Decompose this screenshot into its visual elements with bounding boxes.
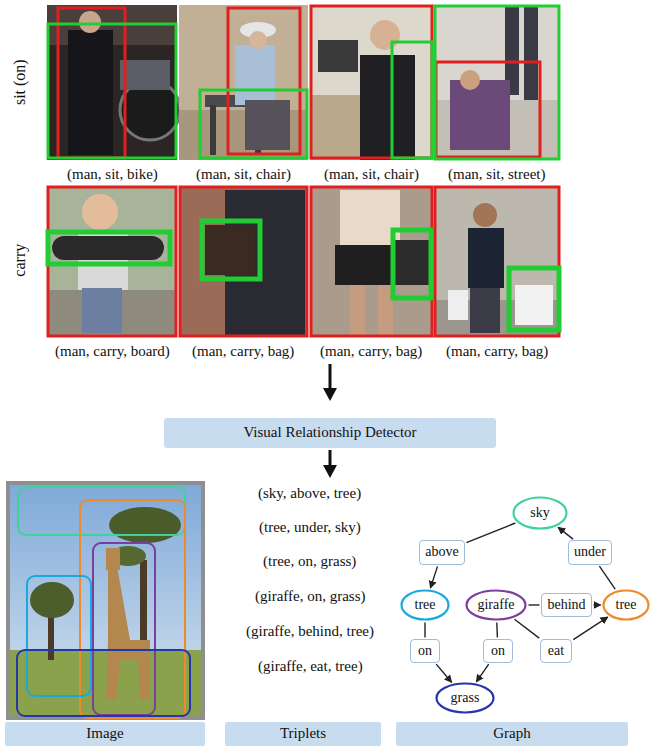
relation-connector [529,604,540,605]
object-node: sky [512,496,568,530]
node-text: behind [547,597,585,613]
predicate-box: eat [540,639,572,663]
node-text: Graph [493,725,531,742]
triplet-caption: (man, carry, bag) [192,343,294,360]
relation-connector [436,664,451,682]
predicate-box: on [410,639,440,663]
photo-man-desk [310,5,433,160]
node-text: Triplets [280,725,326,742]
relation-connector [515,619,540,638]
process-box: Visual Relationship Detector [164,418,496,448]
triplet-caption: (man, sit, chair) [324,166,419,183]
predicate-box: behind [541,593,592,617]
relation-connector [466,523,515,543]
node-text: tree [616,597,637,613]
triplet-caption: (man, carry, bag) [446,343,548,360]
triplet-caption: (man, sit, street) [448,166,545,183]
triplet-caption: (man, sit, chair) [196,166,291,183]
triplet-text: (tree, under, sky) [259,519,361,536]
node-text: grass [451,690,480,706]
photo-man-bags [434,186,560,337]
photo-woman-bag [310,186,433,337]
node-text: sky [530,505,549,521]
relation-connector [496,623,498,638]
row-label: sit (on) [11,59,29,105]
object-node: grass [435,682,495,714]
relation-connector [476,664,488,682]
node-text: above [425,544,458,560]
relation-connector [594,604,601,605]
object-node: tree [602,589,650,621]
flow-arrow [323,450,337,478]
relation-connector [431,566,438,588]
section-bar: Triplets [225,722,381,746]
relation-connector [573,617,607,640]
giraffe-photo [6,481,205,720]
photo-man-bike [47,5,180,160]
predicate-box: under [568,540,612,565]
predicate-box: above [419,540,465,565]
photo-man-board [47,186,177,337]
photo-man-bag [179,186,308,337]
row-label: carry [11,244,29,277]
relation-connector [558,527,573,539]
flow-arrow [323,364,337,401]
relation-connector [424,623,425,638]
predicate-box: on [483,639,513,663]
relation-connector [599,566,615,589]
node-text: under [574,544,606,560]
triplet-text: (giraffe, behind, tree) [246,623,374,640]
node-text: giraffe [477,597,514,613]
section-bar: Graph [396,722,628,746]
section-bar: Image [5,722,205,746]
triplet-text: (sky, above, tree) [258,485,361,502]
node-text: on [491,643,505,659]
node-text: Image [86,725,123,742]
node-text: Visual Relationship Detector [243,424,416,441]
triplet-caption: (man, carry, bag) [320,343,422,360]
photo-man-chair [179,5,308,160]
node-text: tree [415,597,436,613]
node-text: on [418,643,432,659]
photo-man-street [434,5,560,160]
object-node: tree [400,589,450,621]
node-text: eat [548,643,564,659]
triplet-caption: (man, carry, board) [55,343,170,360]
triplet-caption: (man, sit, bike) [67,166,158,183]
triplet-text: (giraffe, on, grass) [255,588,366,605]
object-node: giraffe [465,589,527,621]
triplet-text: (tree, on, grass) [263,553,356,570]
triplet-text: (giraffe, eat, tree) [258,658,363,675]
